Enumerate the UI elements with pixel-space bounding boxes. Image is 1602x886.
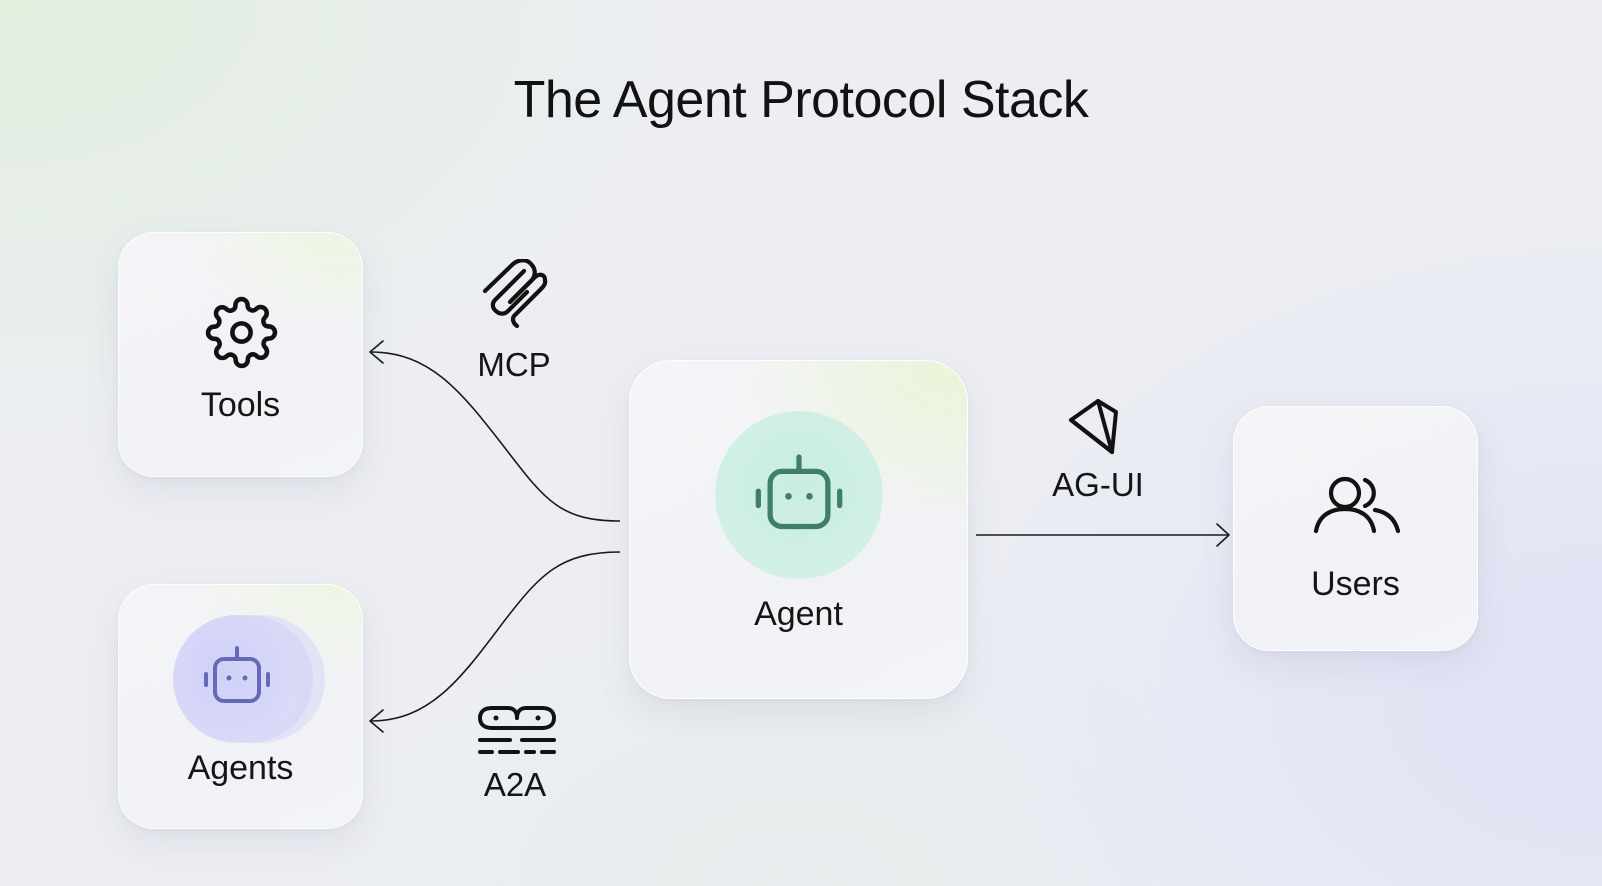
robot-icon: [752, 453, 846, 537]
users-label: Users: [1311, 565, 1400, 603]
tools-label: Tools: [200, 386, 281, 424]
robot-icon: [202, 645, 272, 709]
agents-stack-front: [173, 615, 301, 743]
agent-icon-circle: [715, 411, 883, 579]
a2a-icon: [478, 706, 556, 756]
tools-node: Tools: [118, 232, 363, 477]
agents-label: Agents: [187, 749, 294, 787]
agent-node: Agent: [629, 360, 968, 699]
agent-label: Agent: [754, 595, 843, 633]
gem-icon: [1068, 398, 1120, 456]
arrowhead-users: [1216, 523, 1230, 547]
diagram-title: The Agent Protocol Stack: [513, 71, 1089, 129]
gear-icon: [205, 296, 278, 369]
mcp-label: MCP: [477, 346, 551, 383]
edge-agent-tools: [369, 351, 621, 522]
users-icon: [1313, 475, 1401, 535]
users-node: Users: [1233, 406, 1478, 651]
mcp-icon: [479, 258, 549, 331]
arrowhead-agents: [369, 709, 384, 733]
edge-agent-agents: [369, 551, 621, 722]
agui-label: AG-UI: [1052, 466, 1144, 503]
a2a-label: A2A: [483, 766, 547, 803]
arrowhead-tools: [369, 340, 384, 364]
agents-node: Agents: [118, 584, 363, 829]
